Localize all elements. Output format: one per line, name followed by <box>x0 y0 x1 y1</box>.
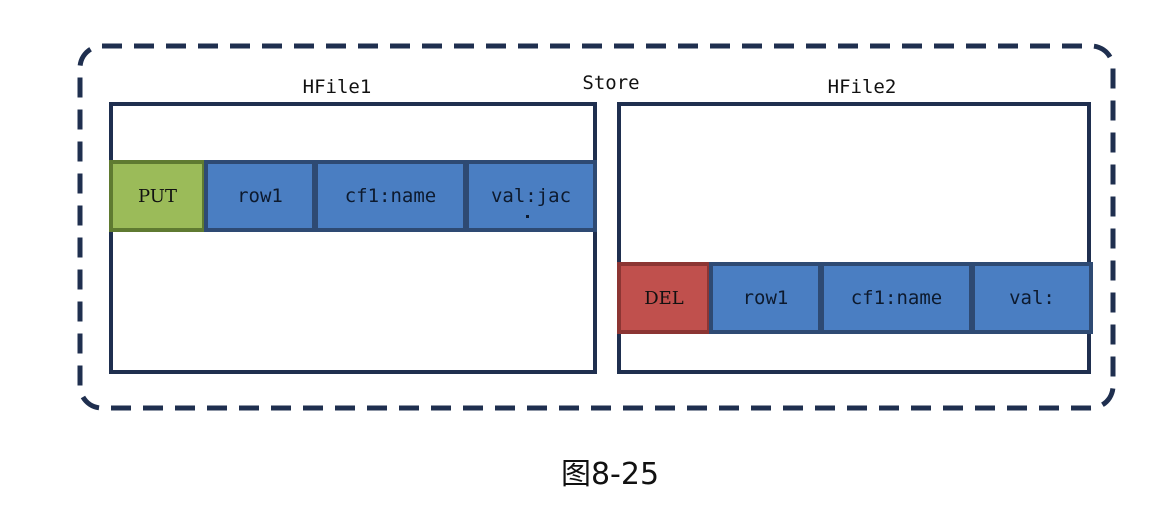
hfile1-box <box>109 102 597 374</box>
hfile1-value-cell: val:jac <box>465 160 597 232</box>
hfile2-del-cell: DEL <box>617 262 711 334</box>
store-label: Store <box>582 72 640 94</box>
hfile1-put-cell: PUT <box>109 160 206 232</box>
hfile2-column-cell: cf1:name <box>820 262 973 334</box>
hfile1-row-cell: row1 <box>204 160 316 232</box>
hfile2-value-cell: val: <box>971 262 1093 334</box>
hfile1-column-cell: cf1:name <box>314 160 467 232</box>
figure-caption: 图8-25 <box>560 457 660 492</box>
hfile2-label: HFile2 <box>827 76 897 98</box>
hfile1-label: HFile1 <box>302 76 372 98</box>
value-overflow-mark <box>526 215 529 218</box>
hfile2-row-cell: row1 <box>709 262 822 334</box>
